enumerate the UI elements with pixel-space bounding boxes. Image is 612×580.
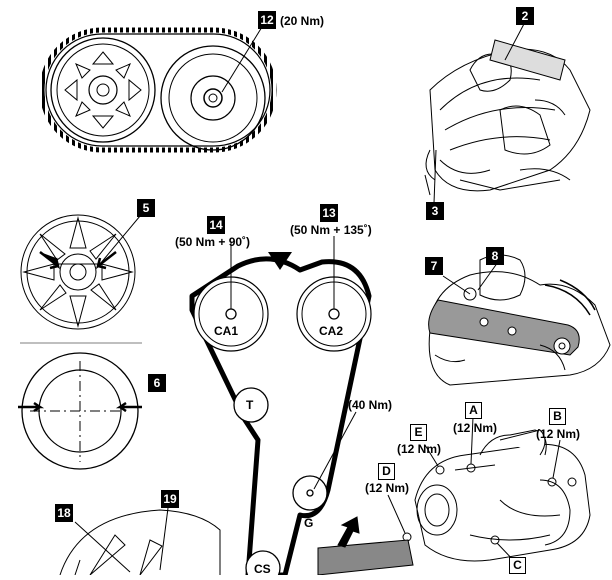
pulley-g [292, 411, 357, 511]
callout-2: 2 [516, 7, 534, 25]
pulley-cs-label: CS [254, 562, 271, 576]
callout-3: 3 [426, 202, 444, 220]
bolt-d-box: D [378, 463, 395, 480]
callout-18: 18 [55, 504, 73, 522]
timing-mark-triangle [268, 252, 292, 270]
crank-sprocket-detail [20, 209, 146, 330]
callout-14: 14 [207, 216, 225, 234]
bolt-b-torque: (12 Nm) [536, 427, 581, 441]
bolt-d-torque: (12 Nm) [365, 481, 410, 495]
coolant-outlet-housing-detail [317, 416, 591, 576]
bolt-a-torque: (12 Nm) [453, 421, 498, 435]
callout-13-torque: (50 Nm + 135˚) [290, 223, 372, 237]
bolt-e-box: E [410, 424, 427, 441]
bolt-a-box: A [465, 402, 482, 419]
camshaft-locking-tool-detail [428, 254, 611, 386]
pulley-t [233, 387, 269, 423]
sprocket-fragment-detail [59, 507, 221, 576]
callout-8: 8 [486, 247, 504, 265]
camshaft-sprockets-detail [39, 21, 277, 153]
bolt-b-box: B [549, 408, 566, 425]
pulley-cs [245, 550, 281, 580]
pulley-ca1 [193, 242, 269, 352]
pulley-ca2-label: CA2 [319, 324, 344, 338]
pulley-t-label: T [246, 398, 254, 412]
timing-belt-route [189, 256, 372, 578]
engine-bay-detail [424, 21, 591, 204]
pulley-g-label: G [304, 516, 314, 530]
pulley-ca2 [296, 236, 372, 352]
callout-5: 5 [137, 199, 155, 217]
callout-12-torque: (20 Nm) [280, 14, 325, 28]
callout-6: 6 [148, 374, 166, 392]
callout-14-torque: (50 Nm + 90˚) [175, 235, 251, 249]
pulley-g-torque: (40 Nm) [348, 398, 393, 412]
callout-19: 19 [161, 490, 179, 508]
callout-7: 7 [425, 257, 443, 275]
timing-mark-gauge-detail [18, 342, 142, 470]
bolt-e-torque: (12 Nm) [397, 442, 442, 456]
callout-12: 12 [258, 11, 276, 29]
pulley-ca1-label: CA1 [214, 324, 239, 338]
callout-13: 13 [320, 204, 338, 222]
bolt-c-box: C [509, 557, 526, 574]
